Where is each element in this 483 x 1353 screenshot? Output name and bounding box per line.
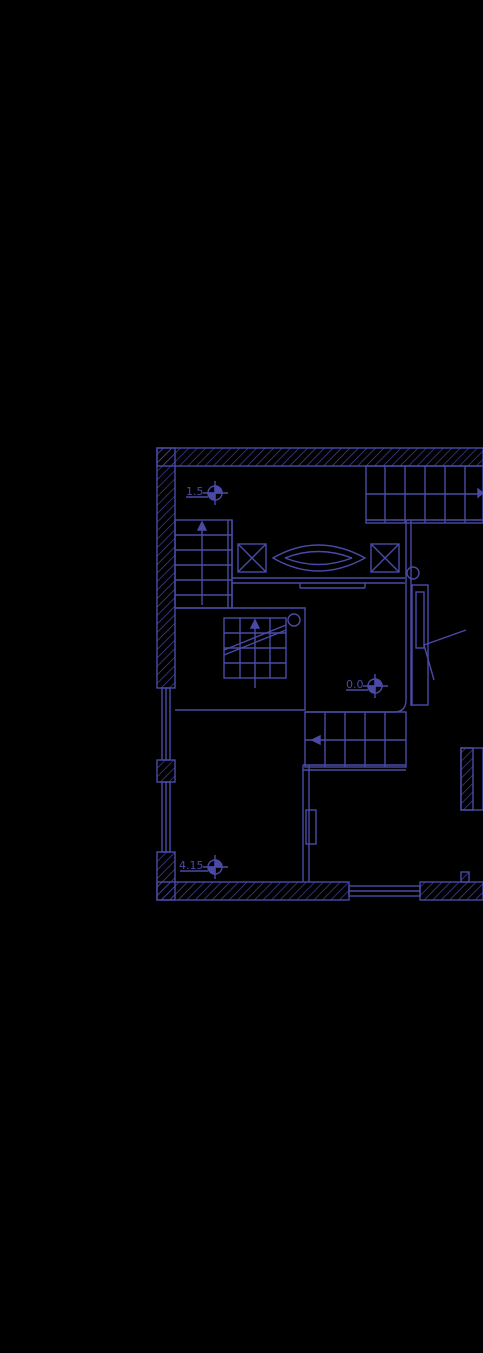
level-label-center: 0.0 bbox=[346, 678, 364, 691]
level-marker-center bbox=[346, 674, 388, 698]
stair-left bbox=[174, 519, 233, 609]
door bbox=[406, 566, 467, 706]
exterior-wall bbox=[156, 447, 483, 901]
vent-box bbox=[237, 543, 400, 573]
level-label-bottom-left: 4.15 bbox=[179, 859, 204, 872]
level-marker-bottom-left bbox=[180, 855, 228, 879]
light-fixture bbox=[271, 544, 367, 572]
window bbox=[161, 687, 421, 897]
stair-top-right bbox=[365, 465, 483, 524]
level-marker-top-left bbox=[186, 481, 228, 505]
interior-wall bbox=[175, 520, 483, 882]
stair-bottom bbox=[304, 711, 407, 768]
stair-center bbox=[223, 613, 301, 688]
level-label-top-left: 1.5 bbox=[186, 485, 204, 498]
